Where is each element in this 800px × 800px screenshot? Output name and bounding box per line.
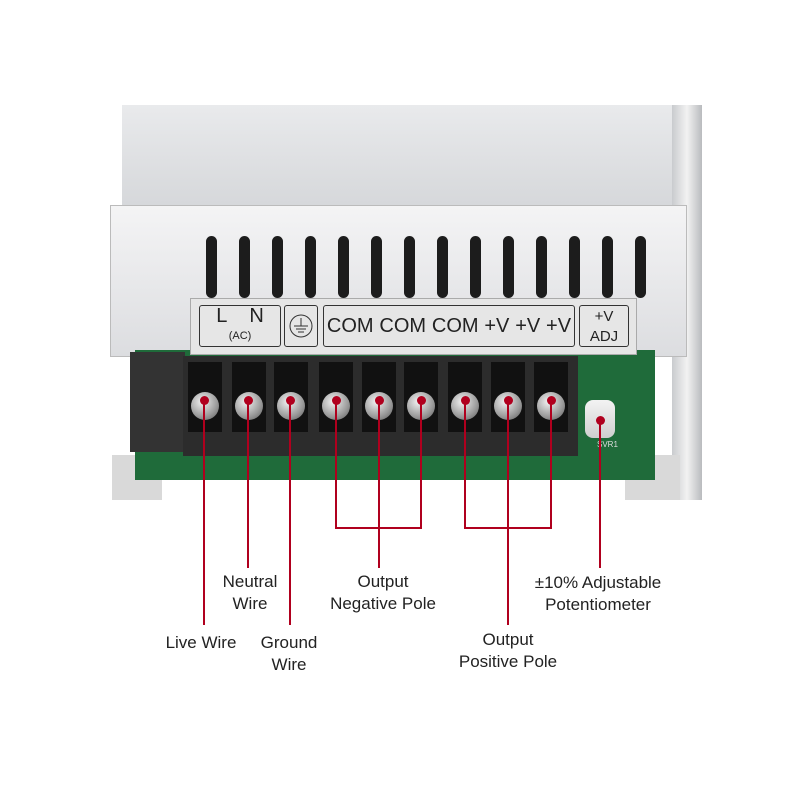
callout-pot [599, 420, 601, 568]
callout-ground [289, 400, 291, 625]
callout-v [550, 400, 552, 529]
adj-top: +V [594, 307, 614, 325]
callout-v-bus [464, 527, 552, 529]
ground-symbol-icon [284, 305, 318, 347]
adj-label: +V ADJ [579, 305, 629, 347]
terminal-label: +V [484, 314, 510, 337]
callout-neutral [247, 400, 249, 568]
l-label: L [216, 305, 228, 327]
terminal-label: COM [326, 314, 374, 337]
n-label: N [249, 305, 264, 327]
pot-ref-label: SVR1 [597, 440, 618, 449]
callout-v [507, 400, 509, 625]
callout-live [203, 400, 205, 625]
terminal-label: +V [546, 314, 572, 337]
terminal-label: COM [431, 314, 479, 337]
adj-bottom: ADJ [589, 327, 619, 345]
terminal-label: +V [515, 314, 541, 337]
annotation-live-wire: Live Wire [165, 633, 237, 652]
output-labels: COM COM COM +V +V +V [323, 305, 575, 347]
side-bracket [130, 352, 185, 452]
ac-sub-label: (AC) [228, 330, 252, 342]
callout-com [378, 400, 380, 568]
callout-v [464, 400, 466, 529]
callout-com [420, 400, 422, 529]
callout-com-bus [335, 527, 422, 529]
case-top [122, 105, 682, 215]
callout-com [335, 400, 337, 529]
terminal-label: COM [379, 314, 427, 337]
terminal-block [183, 356, 578, 456]
